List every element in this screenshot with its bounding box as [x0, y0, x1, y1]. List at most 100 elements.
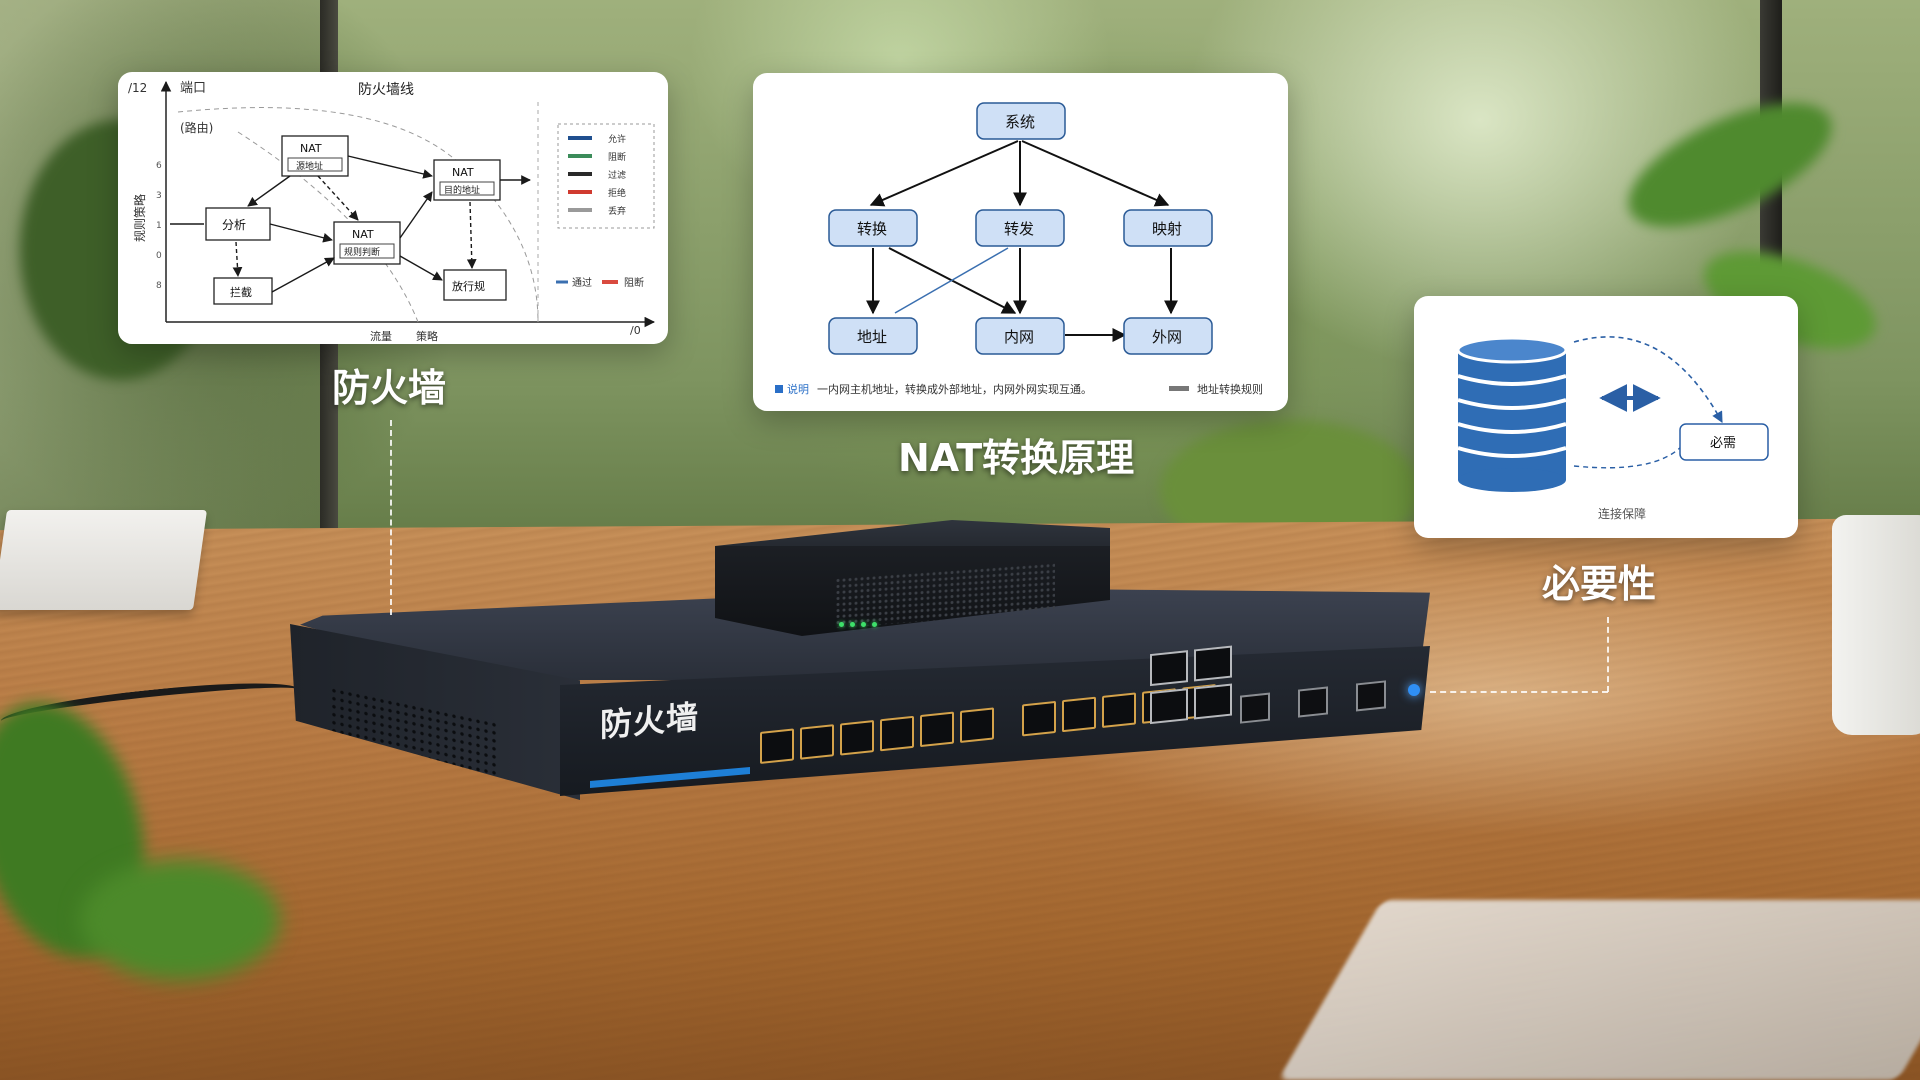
node-nat-top: NAT 源地址 — [281, 135, 349, 177]
database-icon — [1456, 336, 1568, 492]
x-label: 策略 — [416, 329, 438, 343]
tablet — [1278, 900, 1920, 1080]
dashed-label: (路由) — [180, 120, 213, 135]
svg-text:阻断: 阻断 — [624, 276, 644, 289]
legend-label: 允许 — [608, 133, 626, 145]
uplink-port — [1150, 688, 1188, 725]
node-left: 分析 — [205, 207, 271, 241]
status-led — [850, 622, 855, 627]
small-gateway-device — [715, 520, 1110, 640]
firewall-caption: 防火墙 — [332, 366, 447, 410]
nat-arrows — [866, 140, 1178, 342]
need-box: 必需 — [1679, 423, 1769, 461]
ethernet-port — [1102, 692, 1136, 729]
x-label: 流量 — [370, 329, 392, 343]
nat-node-mid-center: 转发 — [975, 209, 1065, 247]
nat-caption: NAT转换原理 — [898, 436, 1135, 480]
nat-diagram-card: 系统 转换 转发 映射 地址 内网 外网 说明 一内网主机地址，转换成外部地址，… — [753, 73, 1288, 411]
firewall-leader-line — [390, 420, 392, 615]
ethernet-port — [1062, 696, 1096, 733]
svg-text:NAT: NAT — [452, 166, 474, 179]
legend: 允许 阻断 过滤 拒绝 丢弃 — [557, 123, 655, 229]
ethernet-port — [840, 719, 874, 756]
ethernet-port — [760, 728, 794, 764]
svg-text:转换: 转换 — [857, 220, 887, 238]
ethernet-port — [880, 715, 914, 752]
y-axis-top-label: /12 — [128, 81, 147, 95]
nat-node-bot-right: 外网 — [1123, 317, 1213, 355]
svg-text:规则判断: 规则判断 — [344, 246, 380, 258]
svg-text:源地址: 源地址 — [296, 160, 323, 172]
uplink-port-bank — [1150, 645, 1232, 725]
ethernet-port — [960, 707, 994, 743]
dashed-flow-arrow — [1573, 336, 1723, 423]
status-led — [861, 622, 866, 627]
flow-arrows — [170, 155, 531, 293]
sfp-port — [1356, 680, 1386, 712]
dashed-return-path — [1573, 445, 1683, 469]
sfp-port — [1240, 692, 1270, 724]
status-led — [839, 622, 844, 627]
nat-node-mid-right: 映射 — [1123, 209, 1213, 247]
legend-label: 丢弃 — [608, 205, 626, 217]
nat-node-mid-left: 转换 — [828, 209, 918, 247]
y-tick-label: 6 — [156, 161, 162, 171]
svg-text:必需: 必需 — [1710, 436, 1736, 451]
nat-node-bot-left: 地址 — [828, 317, 918, 355]
need-leader-line — [1607, 617, 1609, 692]
vent-grille — [330, 685, 500, 800]
status-leds — [839, 622, 877, 627]
node-bottom-left: 拦截 — [213, 277, 273, 305]
y-tick-label: 0 — [156, 251, 162, 261]
uplink-port — [1194, 645, 1232, 682]
node-bottom-right: 放行规 — [443, 269, 507, 301]
node-nat-right: NAT 目的地址 — [433, 159, 501, 201]
necessity-diagram: 必需 连接保障 — [1456, 336, 1769, 521]
firewall-device: 防火墙 — [290, 588, 1430, 818]
ethernet-port — [920, 711, 954, 748]
need-sub-label: 连接保障 — [1598, 506, 1646, 521]
svg-text:NAT: NAT — [352, 228, 374, 241]
plant-pot — [1832, 515, 1920, 735]
status-led — [872, 622, 877, 627]
node-nat-center: NAT 规则判断 — [333, 221, 401, 265]
svg-text:拦截: 拦截 — [230, 285, 252, 299]
legend-label: 阻断 — [608, 151, 626, 163]
svg-text:分析: 分析 — [222, 218, 246, 232]
foreground-leaf — [80, 860, 280, 980]
y-tick-label: 3 — [156, 191, 162, 201]
sfp-port — [1298, 686, 1328, 718]
firewall-card-title: 防火墙线 — [358, 82, 414, 98]
svg-text:内网: 内网 — [1004, 328, 1034, 346]
svg-text:外网: 外网 — [1152, 328, 1182, 346]
svg-text:转发: 转发 — [1004, 220, 1034, 238]
nat-cross-link — [894, 247, 1009, 314]
firewall-diagram: /12 /0 端口 防火墙线 (路由) 规则策略 6 3 1 0 8 流量 策略… — [128, 80, 656, 343]
device-brand-label: 防火墙 — [600, 697, 700, 745]
necessity-caption: 必要性 — [1542, 562, 1657, 606]
book — [0, 510, 208, 610]
ethernet-port — [1022, 700, 1056, 737]
x-axis-end-label: /0 — [630, 324, 641, 337]
firewall-diagram-card: /12 /0 端口 防火墙线 (路由) 规则策略 6 3 1 0 8 流量 策略… — [118, 72, 668, 344]
nat-flow-diagram: 系统 转换 转发 映射 地址 内网 外网 说明 一内网主机地址，转换成外部地址，… — [775, 102, 1263, 396]
legend-label: 拒绝 — [608, 187, 626, 199]
necessity-card: 必需 连接保障 — [1414, 296, 1798, 538]
svg-text:放行规: 放行规 — [452, 279, 485, 293]
svg-text:目的地址: 目的地址 — [444, 184, 480, 196]
dashed-boundary — [177, 107, 539, 323]
footnote-marker — [775, 385, 783, 393]
power-led — [1408, 684, 1420, 696]
svg-text:通过: 通过 — [572, 276, 592, 289]
svg-text:地址: 地址 — [857, 328, 887, 346]
svg-text:映射: 映射 — [1152, 220, 1182, 238]
svg-text:NAT: NAT — [300, 142, 322, 155]
y-tick-label: 1 — [156, 221, 162, 231]
ethernet-port — [800, 724, 834, 760]
line-key: 通过 阻断 — [556, 276, 644, 289]
svg-text:系统: 系统 — [1005, 113, 1035, 131]
y-axis-label: 规则策略 — [132, 194, 147, 242]
top-left-label: 端口 — [180, 81, 206, 96]
y-tick-label: 8 — [156, 281, 162, 291]
footnote-tag: 说明 — [787, 382, 809, 396]
